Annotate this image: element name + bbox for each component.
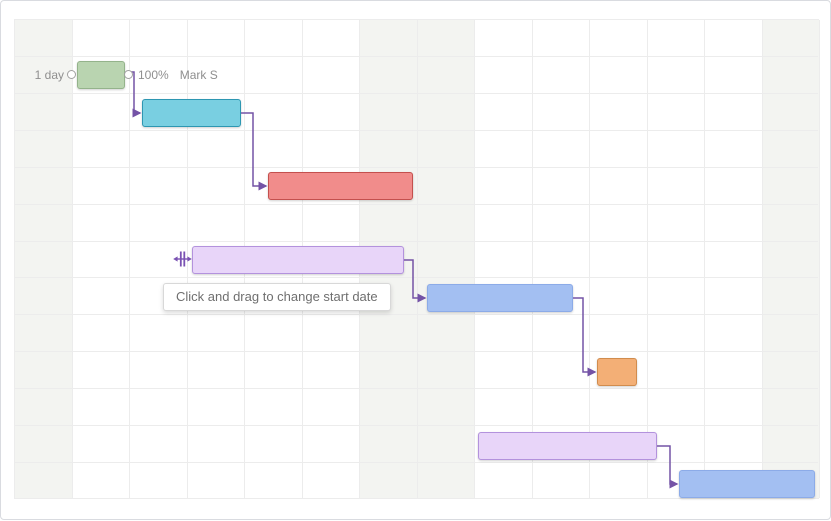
task-green-bar[interactable]	[77, 61, 125, 89]
task-red-bar[interactable]	[268, 172, 413, 200]
task-lavender-1-bar[interactable]	[192, 246, 404, 274]
grid-row-line	[15, 462, 818, 464]
task-meta-labels: 100% Mark S	[138, 68, 218, 82]
grid-row-line	[15, 240, 818, 242]
task-lavender-2-bar[interactable]	[478, 432, 657, 460]
task-assignee-label: Mark S	[179, 68, 218, 82]
task-blue-2-bar[interactable]	[679, 470, 815, 498]
task-teal-bar[interactable]	[142, 99, 241, 127]
grid-column	[533, 20, 590, 498]
grid-row-line	[15, 55, 818, 57]
grid-row-line	[15, 203, 818, 205]
grid-column	[590, 20, 648, 498]
task-progress-label: 100%	[138, 68, 169, 82]
grid-row-line	[15, 129, 818, 131]
task-blue-1-bar[interactable]	[427, 284, 573, 312]
grid-column-weekend	[15, 20, 73, 498]
drag-start-date-icon[interactable]	[173, 251, 192, 267]
grid-column	[648, 20, 705, 498]
resize-handle-start-icon[interactable]	[67, 70, 76, 79]
grid-row-line	[15, 351, 818, 353]
grid-column	[73, 20, 130, 498]
grid-row-line	[15, 425, 818, 427]
tooltip: Click and drag to change start date	[163, 283, 391, 311]
grid-column	[705, 20, 763, 498]
grid-column	[475, 20, 533, 498]
grid-row-line	[15, 314, 818, 316]
gantt-grid	[14, 19, 820, 499]
task-orange-bar[interactable]	[597, 358, 637, 386]
grid-column-weekend	[417, 20, 475, 498]
grid-column-weekend	[762, 20, 820, 498]
grid-row-line	[15, 166, 818, 168]
task-duration-label: 1 day	[34, 68, 64, 82]
grid-row-line	[15, 92, 818, 94]
resize-handle-end-icon[interactable]	[124, 70, 133, 79]
tooltip-text: Click and drag to change start date	[176, 289, 378, 304]
grid-row-line	[15, 388, 818, 390]
